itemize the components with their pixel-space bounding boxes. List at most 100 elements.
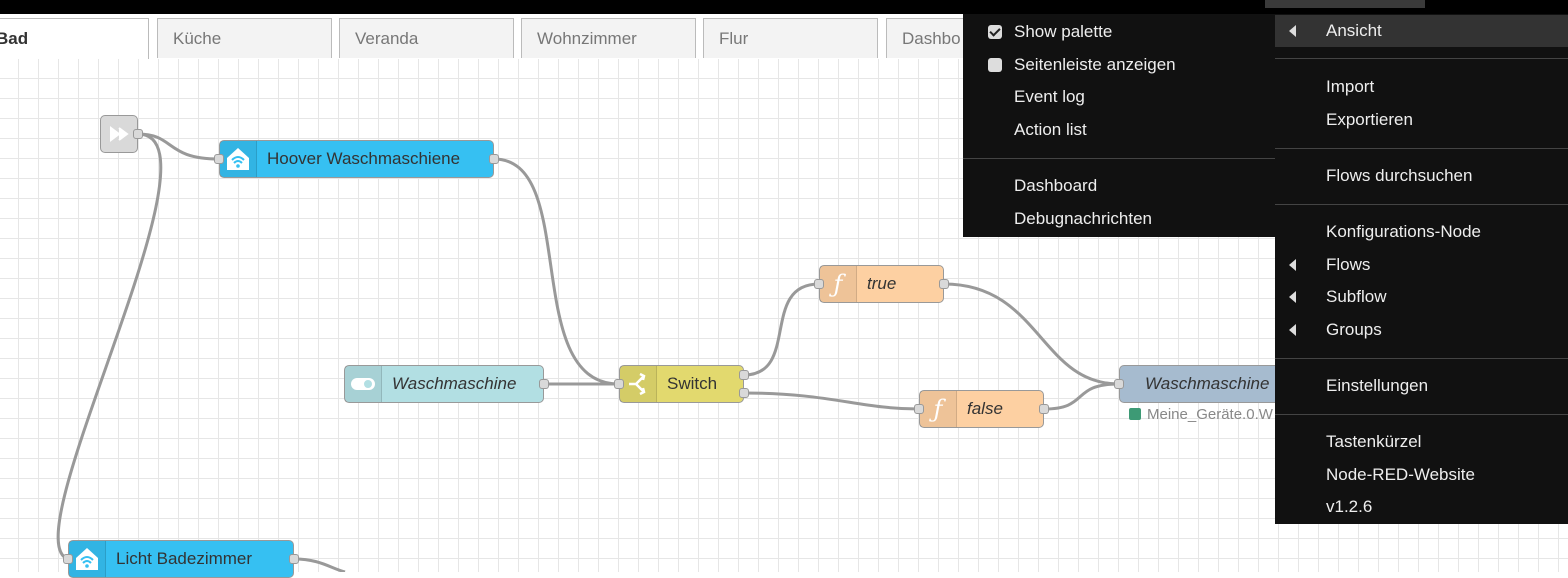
menu-item-event-log[interactable]: Event log <box>963 81 1275 113</box>
inject-arrow-icon <box>101 116 137 152</box>
menu-item-label: Import <box>1326 77 1375 96</box>
licht-output-port[interactable] <box>289 554 299 564</box>
wire-switch-false[interactable] <box>743 391 920 411</box>
wire-inject-licht[interactable] <box>56 132 163 561</box>
hoover-node-label: Hoover Waschmaschiene <box>267 149 461 168</box>
menu-item-exportieren[interactable]: Exportieren <box>1275 104 1568 136</box>
switch-input-port[interactable] <box>614 379 624 389</box>
menu-item-tastenkuerzel[interactable]: Tastenkürzel <box>1275 426 1568 458</box>
wire-switch-true[interactable] <box>743 282 820 377</box>
menu-item-label: Ansicht <box>1326 21 1382 40</box>
wire-hoover-switch[interactable] <box>493 157 620 386</box>
menu-item-ansicht[interactable]: Ansicht <box>1275 15 1568 47</box>
menu-item-label: Debugnachrichten <box>1014 209 1152 228</box>
status-dot-icon <box>1129 408 1141 420</box>
menu-item-label: Tastenkürzel <box>1326 432 1422 451</box>
function-false-label: false <box>967 399 1003 418</box>
view-submenu: Show palette Seitenleiste anzeigen Event… <box>963 14 1275 237</box>
menu-divider <box>963 158 1275 159</box>
menu-item-label: Exportieren <box>1326 110 1413 129</box>
menu-item-dashboard[interactable]: Dashboard <box>963 170 1275 202</box>
menu-item-seitenleiste[interactable]: Seitenleiste anzeigen <box>963 49 1275 81</box>
submenu-caret-icon <box>1289 324 1296 336</box>
menu-item-label: Flows <box>1326 255 1371 274</box>
menu-item-label: Show palette <box>1014 22 1113 41</box>
waschmaschine-output-label: Waschmaschine <box>1145 374 1270 393</box>
switch-output-port-2[interactable] <box>739 388 749 398</box>
menu-item-label: Event log <box>1014 87 1085 106</box>
menu-item-label: Dashboard <box>1014 176 1098 195</box>
checkbox-unchecked-icon[interactable] <box>988 58 1002 72</box>
inject-node[interactable] <box>100 115 138 153</box>
waschmaschine-toggle-node[interactable]: Waschmaschine <box>344 365 544 403</box>
licht-input-port[interactable] <box>63 554 73 564</box>
menu-divider <box>1275 414 1568 415</box>
licht-badezimmer-label: Licht Badezimmer <box>116 549 253 568</box>
menu-item-konfigurations-node[interactable]: Konfigurations-Node <box>1275 216 1568 248</box>
tab-flur[interactable]: Flur <box>703 18 878 58</box>
menu-divider <box>1275 58 1568 59</box>
waschmaschine-toggle-label: Waschmaschine <box>392 374 517 393</box>
switch-output-port-1[interactable] <box>739 370 749 380</box>
function-icon: ƒ <box>820 266 857 302</box>
toggle-icon <box>345 366 382 402</box>
wire-licht-out[interactable] <box>293 557 346 572</box>
function-true-output-port[interactable] <box>939 279 949 289</box>
function-true-label: true <box>867 274 897 293</box>
node-status: Meine_Geräte.0.W <box>1129 406 1273 423</box>
function-false-output-port[interactable] <box>1039 404 1049 414</box>
licht-badezimmer-node[interactable]: Licht Badezimmer <box>68 540 294 578</box>
menu-item-einstellungen[interactable]: Einstellungen <box>1275 370 1568 402</box>
menu-item-version: v1.2.6 <box>1275 491 1568 523</box>
inject-output-port[interactable] <box>133 129 143 139</box>
tab-wohnzimmer[interactable]: Wohnzimmer <box>521 18 696 58</box>
menu-item-show-palette[interactable]: Show palette <box>963 16 1275 48</box>
menu-item-node-red-website[interactable]: Node-RED-Website <box>1275 459 1568 491</box>
hoover-input-port[interactable] <box>214 154 224 164</box>
submenu-caret-icon <box>1289 291 1296 303</box>
menu-divider <box>1275 148 1568 149</box>
menu-item-groups[interactable]: Groups <box>1275 314 1568 346</box>
waschmaschine-output-input-port[interactable] <box>1114 379 1124 389</box>
menu-item-flows[interactable]: Flows <box>1275 249 1568 281</box>
waschmaschine-toggle-output-port[interactable] <box>539 379 549 389</box>
checkbox-checked-icon[interactable] <box>988 25 1002 39</box>
status-text: Meine_Geräte.0.W <box>1147 406 1273 423</box>
function-false-node[interactable]: ƒ false <box>919 390 1044 428</box>
menu-divider <box>1275 358 1568 359</box>
main-menu: Ansicht Import Exportieren Flows durchsu… <box>1275 14 1568 524</box>
menu-item-action-list[interactable]: Action list <box>963 114 1275 146</box>
menu-item-label: Subflow <box>1326 287 1387 306</box>
tab-bad[interactable]: Bad <box>0 18 149 60</box>
tab-kueche[interactable]: Küche <box>157 18 332 58</box>
menu-item-debugnachrichten[interactable]: Debugnachrichten <box>963 203 1275 235</box>
tab-veranda[interactable]: Veranda <box>339 18 514 58</box>
homekit-wifi-icon <box>220 141 257 177</box>
function-false-input-port[interactable] <box>914 404 924 414</box>
function-true-input-port[interactable] <box>814 279 824 289</box>
menu-item-label: Node-RED-Website <box>1326 465 1475 484</box>
menu-item-label: Flows durchsuchen <box>1326 166 1473 185</box>
switch-node-label: Switch <box>667 374 718 393</box>
tab-dashboard[interactable]: Dashbo <box>886 18 976 58</box>
menu-item-label: Groups <box>1326 320 1382 339</box>
menu-item-label: Einstellungen <box>1326 376 1429 395</box>
menu-item-import[interactable]: Import <box>1275 71 1568 103</box>
menu-item-subflow[interactable]: Subflow <box>1275 281 1568 313</box>
homekit-wifi-icon <box>69 541 106 577</box>
menu-item-label: Konfigurations-Node <box>1326 222 1481 241</box>
submenu-caret-icon <box>1289 259 1296 271</box>
menu-item-label: Seitenleiste anzeigen <box>1014 55 1176 74</box>
menu-item-flows-durchsuchen[interactable]: Flows durchsuchen <box>1275 160 1568 192</box>
switch-node[interactable]: Switch <box>619 365 744 403</box>
hoover-waschmaschiene-node[interactable]: Hoover Waschmaschiene <box>219 140 494 178</box>
wire-true-out[interactable] <box>943 282 1120 386</box>
hoover-output-port[interactable] <box>489 154 499 164</box>
function-true-node[interactable]: ƒ true <box>819 265 944 303</box>
wire-false-out[interactable] <box>1043 382 1120 411</box>
menu-button[interactable] <box>1265 0 1425 8</box>
submenu-caret-icon <box>1289 25 1296 37</box>
function-icon: ƒ <box>920 391 957 427</box>
version-label: v1.2.6 <box>1326 497 1373 516</box>
